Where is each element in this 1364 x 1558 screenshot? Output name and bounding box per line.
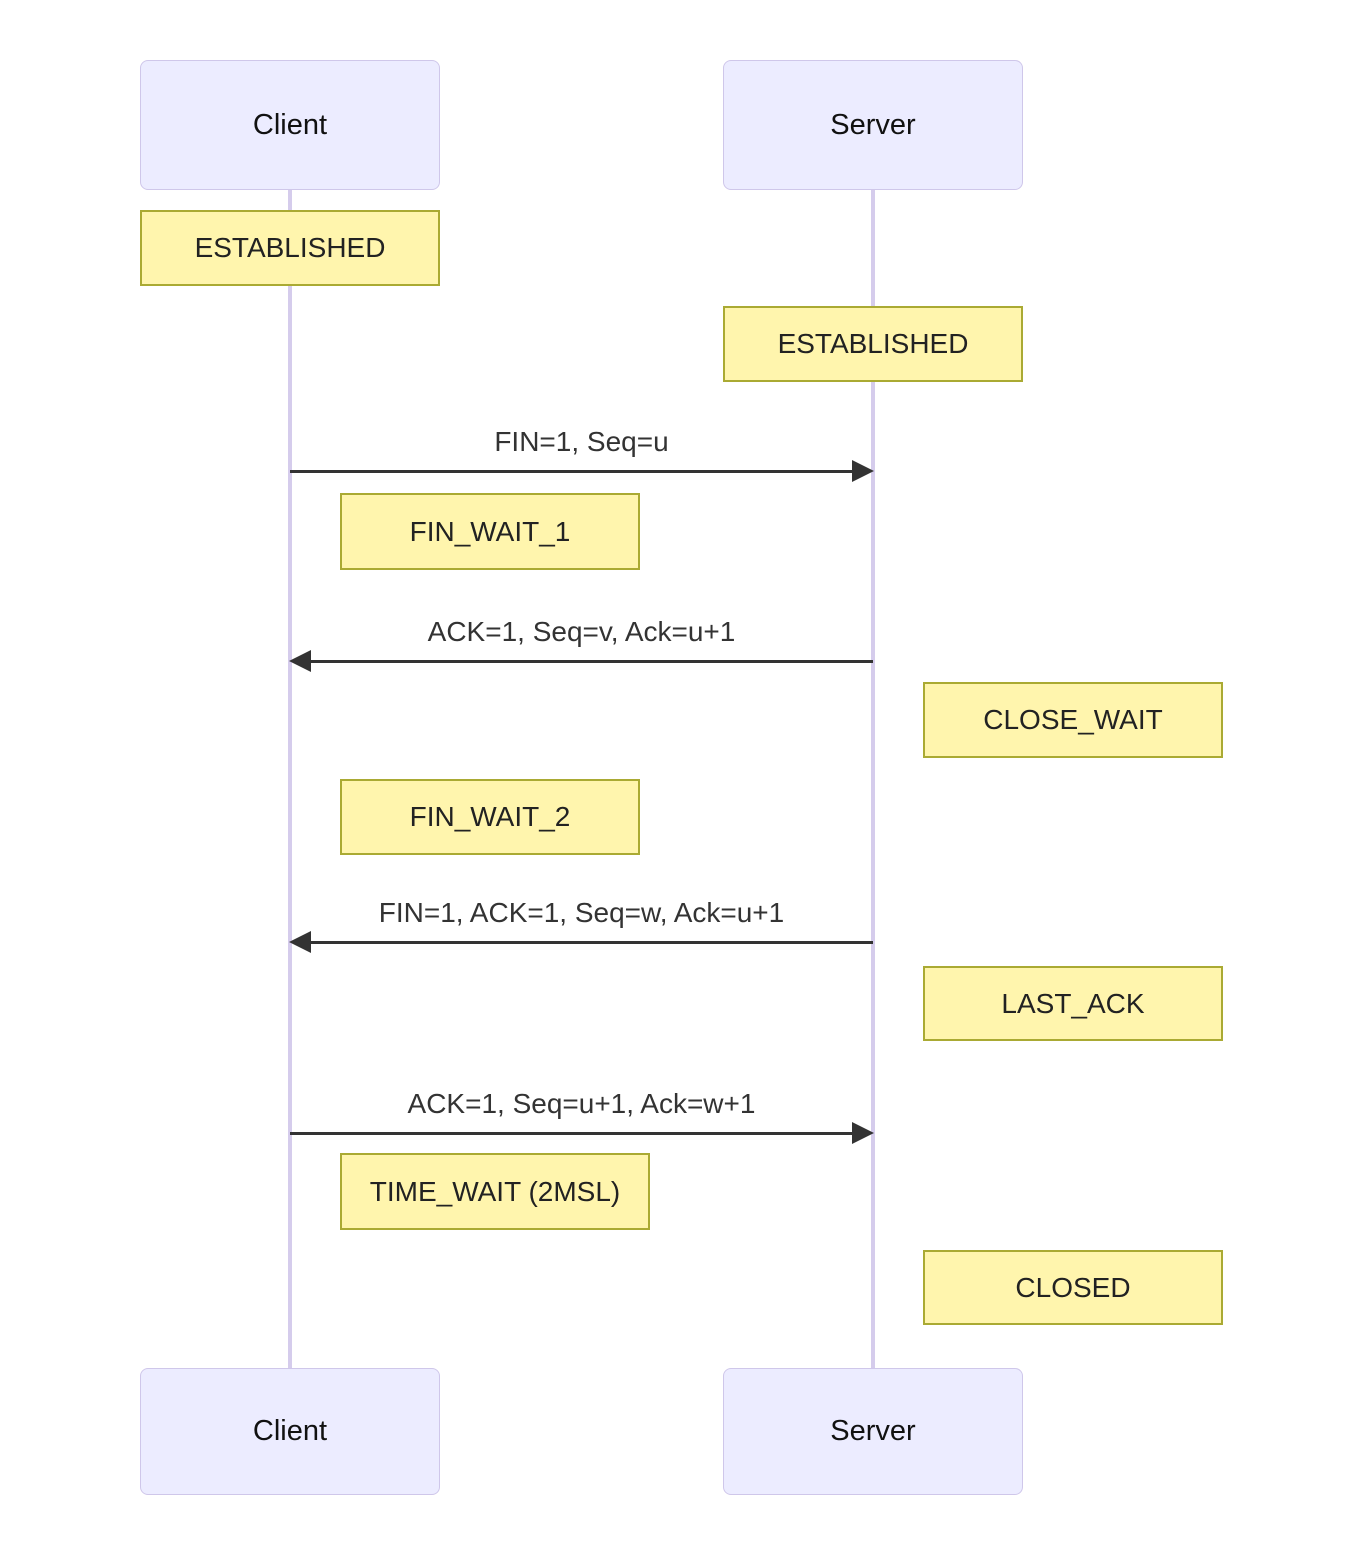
note-time-wait: TIME_WAIT (2MSL) <box>340 1153 650 1230</box>
actor-client-bottom-label: Client <box>252 1415 328 1447</box>
note-fin-wait-1-label: FIN_WAIT_1 <box>409 515 571 547</box>
actor-client-bottom: Client <box>140 1368 440 1495</box>
arrowhead-right-icon <box>852 1122 874 1144</box>
note-fin-wait-2-label: FIN_WAIT_2 <box>409 801 571 832</box>
note-established-server-label: ESTABLISHED <box>777 328 969 359</box>
message-label: FIN=1, ACK=1, Seq=w, Ack=u+1 <box>378 897 785 928</box>
message-fin-ack-seq-w: FIN=1, ACK=1, Seq=w, Ack=u+1 <box>289 897 873 953</box>
actor-server-top: Server <box>723 60 1023 190</box>
actor-client-top: Client <box>140 60 440 190</box>
note-last-ack-label: LAST_ACK <box>1001 987 1145 1019</box>
arrowhead-left-icon <box>289 931 311 953</box>
note-established-client-label: ESTABLISHED <box>194 232 386 263</box>
message-arrow-line <box>290 1132 861 1135</box>
actor-server-top-label: Server <box>830 108 916 141</box>
note-fin-wait-2: FIN_WAIT_2 <box>340 779 640 855</box>
note-time-wait-label: TIME_WAIT (2MSL) <box>369 1175 621 1207</box>
server-lifeline <box>871 190 875 1368</box>
note-last-ack: LAST_ACK <box>923 966 1223 1041</box>
message-ack-seq-u1: ACK=1, Seq=u+1, Ack=w+1 <box>290 1088 874 1144</box>
actor-server-bottom-label: Server <box>830 1415 916 1447</box>
note-established-server: ESTABLISHED <box>723 306 1023 382</box>
note-closed-label: CLOSED <box>1015 1271 1131 1303</box>
message-label: FIN=1, Seq=u <box>494 426 669 457</box>
message-label: ACK=1, Seq=v, Ack=u+1 <box>427 616 736 647</box>
message-arrow-line <box>302 941 873 944</box>
arrowhead-right-icon <box>852 460 874 482</box>
note-fin-wait-1: FIN_WAIT_1 <box>340 493 640 570</box>
message-arrow-line <box>290 470 861 473</box>
actor-server-bottom: Server <box>723 1368 1023 1495</box>
message-fin-seq-u: FIN=1, Seq=u <box>290 426 874 482</box>
note-closed: CLOSED <box>923 1250 1223 1325</box>
actor-client-top-label: Client <box>252 108 328 141</box>
arrowhead-left-icon <box>289 650 311 672</box>
message-arrow-line <box>302 660 873 663</box>
note-close-wait: CLOSE_WAIT <box>923 682 1223 758</box>
message-label: ACK=1, Seq=u+1, Ack=w+1 <box>407 1088 756 1119</box>
note-close-wait-label: CLOSE_WAIT <box>983 704 1163 735</box>
message-ack-seq-v: ACK=1, Seq=v, Ack=u+1 <box>289 616 873 672</box>
client-lifeline <box>288 190 292 1368</box>
note-established-client: ESTABLISHED <box>140 210 440 286</box>
